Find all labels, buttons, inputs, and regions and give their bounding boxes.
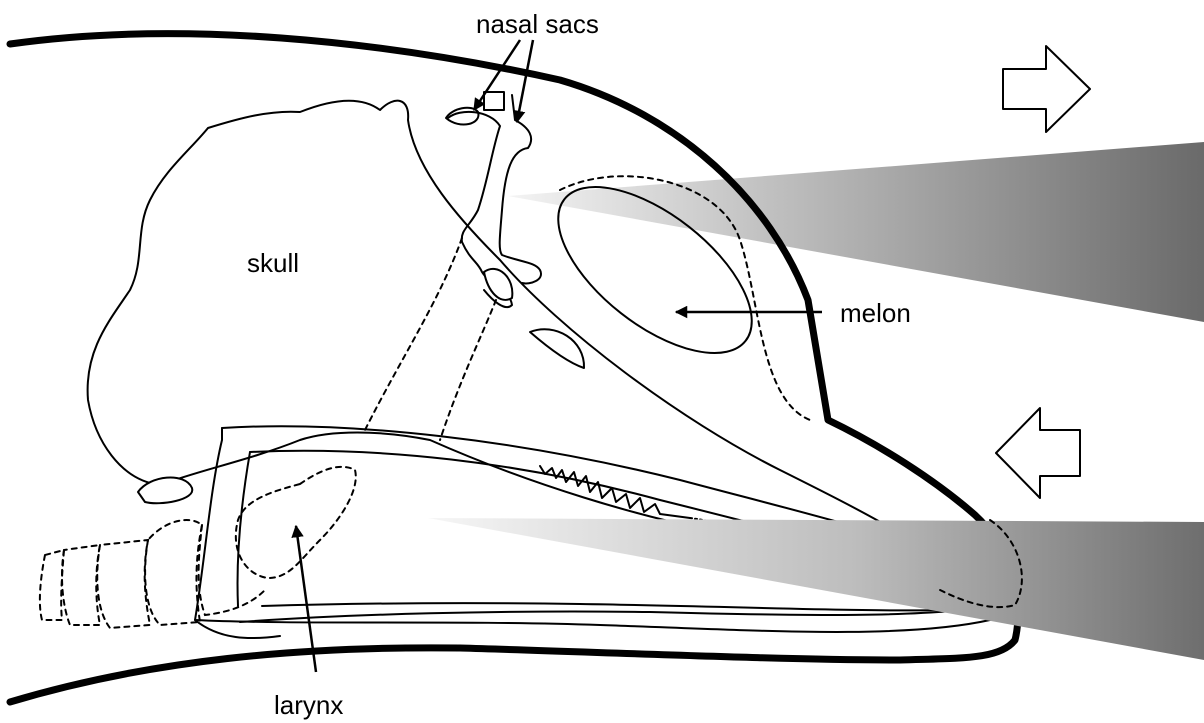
- melon-label: melon: [840, 298, 911, 328]
- jaw-hinge-inner: [238, 452, 251, 606]
- nasal-sac-box: [484, 92, 504, 110]
- nasal-passage-right: [500, 95, 541, 283]
- teeth: [540, 466, 690, 518]
- arrow-right-outline-icon: [1003, 46, 1090, 132]
- arrow-left-outline-icon: [996, 408, 1080, 498]
- vertebra-1: [40, 550, 64, 620]
- larynx-label: larynx: [274, 690, 343, 720]
- head-outline: [10, 34, 1018, 702]
- skull-knob-2: [530, 329, 584, 368]
- larynx-outline: [236, 467, 356, 578]
- incoming-sound-beam: [428, 518, 1204, 660]
- vertebra-3: [97, 540, 150, 628]
- vertebra-2: [62, 545, 100, 625]
- lower-jaw-inner-2: [240, 605, 1000, 622]
- vertebra-4: [145, 520, 202, 625]
- vertebra-5: [199, 525, 265, 615]
- nasal-sacs-pointer-right: [517, 40, 533, 122]
- airway-dashed-2: [440, 300, 496, 440]
- skull-label: skull: [247, 248, 299, 278]
- outgoing-sound-beam: [508, 142, 1204, 322]
- nasal-sacs-label: nasal sacs: [476, 9, 599, 39]
- airway-dashed: [365, 238, 462, 430]
